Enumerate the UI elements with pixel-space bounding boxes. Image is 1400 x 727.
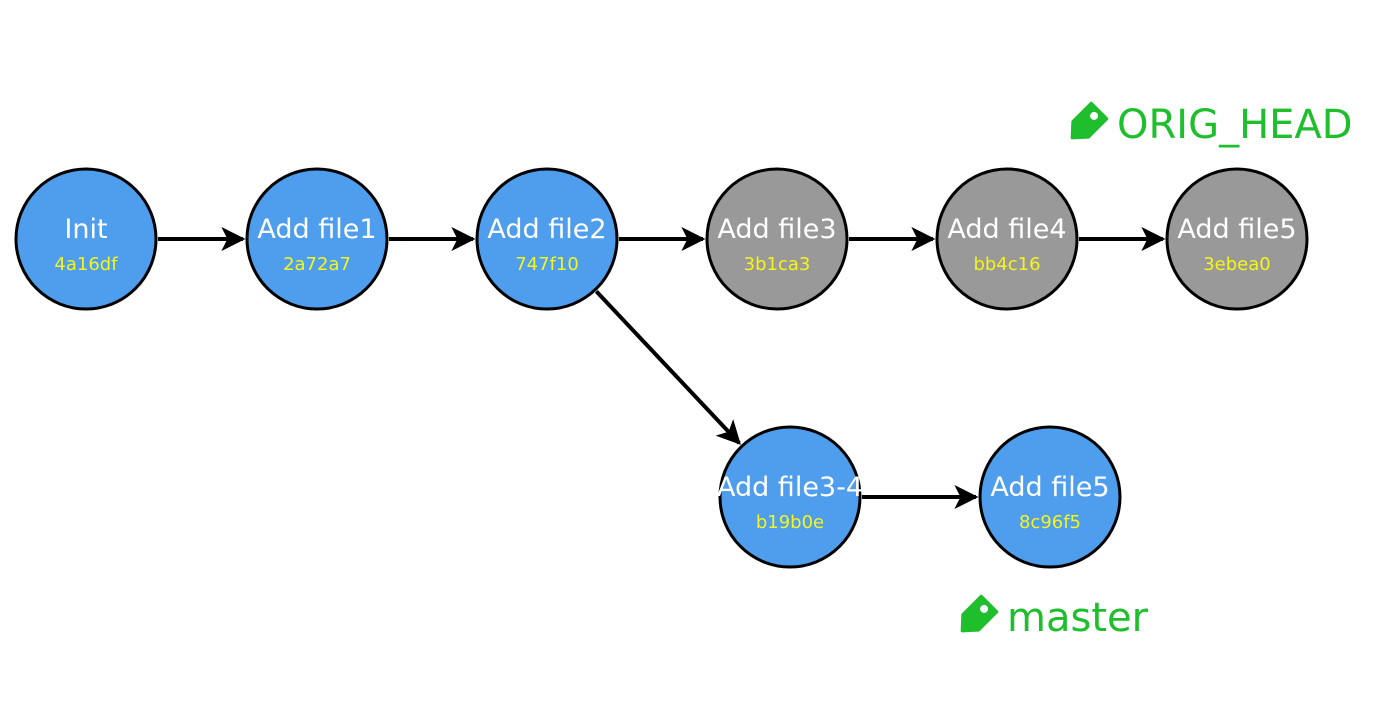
ref-orig-head: ORIG_HEAD [1070, 101, 1353, 148]
commit-node-2a72a7: Add file1 2a72a7 [245, 167, 389, 311]
nodes-layer: Init 4a16df Add file1 2a72a7 Add file2 747f10… [14, 167, 1309, 569]
commit-node-747f10: Add file2 747f10 [475, 167, 619, 311]
ref-master: master [960, 594, 1149, 641]
commit-node-4a16df: Init 4a16df [14, 167, 158, 311]
commit-node-3ebea0: Add file5 3ebea0 [1165, 167, 1309, 311]
ref-label: ORIG_HEAD [1117, 102, 1353, 148]
commit-circle [978, 425, 1122, 569]
commit-title: Add file3-4 [717, 472, 863, 503]
commit-circle [14, 167, 158, 311]
edges-layer [158, 227, 1166, 509]
edge-c2-to-c6 [594, 290, 741, 445]
commit-title: Add file2 [487, 214, 606, 245]
ref-label: master [1007, 595, 1149, 641]
commit-node-8c96f5: Add file5 8c96f5 [978, 425, 1122, 569]
commit-hash: 3ebea0 [1203, 254, 1271, 275]
commit-node-3b1ca3: Add file3 3b1ca3 [705, 167, 849, 311]
commit-node-bb4c16: Add file4 bb4c16 [935, 167, 1079, 311]
commit-circle [1165, 167, 1309, 311]
commit-title: Add file5 [1177, 214, 1296, 245]
commit-circle [245, 167, 389, 311]
commit-title: Init [64, 214, 107, 245]
commit-hash: 4a16df [54, 254, 118, 275]
commit-title: Add file1 [257, 214, 376, 245]
commit-title: Add file4 [947, 214, 1066, 245]
tag-icon [960, 594, 999, 633]
commit-circle [718, 425, 862, 569]
commit-title: Add file5 [990, 472, 1109, 503]
commit-circle [475, 167, 619, 311]
commit-hash: 3b1ca3 [744, 254, 811, 275]
commit-hash: 8c96f5 [1019, 512, 1081, 533]
commit-node-b19b0e: Add file3-4 b19b0e [717, 425, 863, 569]
commit-title: Add file3 [717, 214, 836, 245]
commit-circle [935, 167, 1079, 311]
commit-circle [705, 167, 849, 311]
commit-hash: bb4c16 [973, 254, 1040, 275]
commit-hash: 2a72a7 [283, 254, 351, 275]
commit-hash: 747f10 [515, 254, 579, 275]
tag-icon [1070, 101, 1109, 140]
commit-hash: b19b0e [756, 512, 824, 533]
